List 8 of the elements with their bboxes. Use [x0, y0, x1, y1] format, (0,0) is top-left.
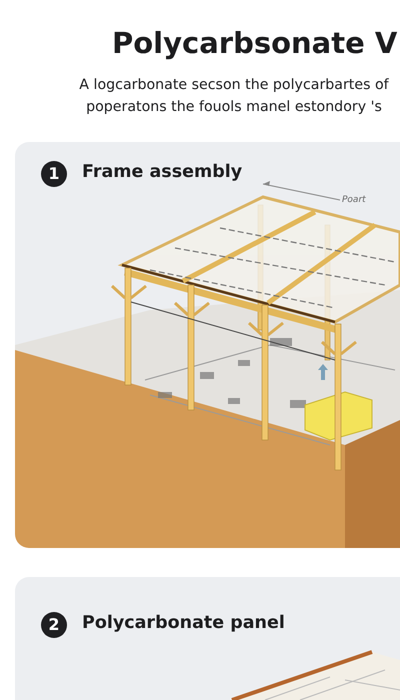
step-heading: Frame assembly — [82, 162, 242, 182]
dimension-label: Poart — [342, 195, 366, 205]
step-card — [15, 577, 400, 700]
step-number-badge: 2 — [41, 612, 67, 638]
step-heading: Polycarbonate panel — [82, 613, 285, 633]
subtitle: A logcarbonate secson the polycarbartes of poperatons the fouols manel estondory 's — [78, 76, 390, 117]
title: Polycarbsonate V — [112, 26, 398, 60]
step-number-badge: 1 — [41, 161, 67, 187]
